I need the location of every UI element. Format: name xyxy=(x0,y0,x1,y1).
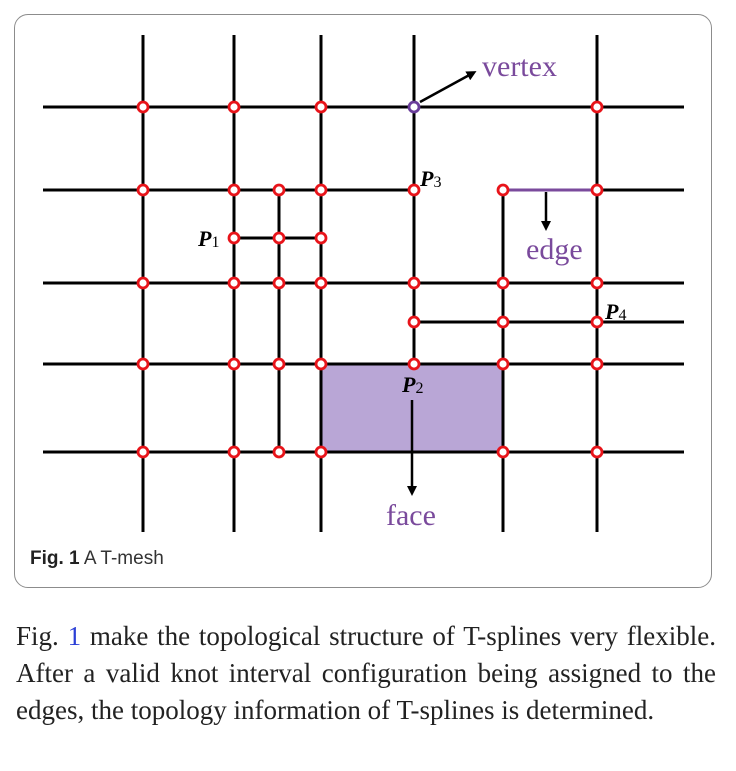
point-label-p3: P3 xyxy=(419,166,441,191)
paragraph-line-4: T-splines is determined. xyxy=(396,695,655,725)
face-label: face xyxy=(386,499,436,532)
highlighted-vertex xyxy=(407,100,421,114)
point-label-p1: P1 xyxy=(197,226,219,251)
paragraph-line-1: make the topological structure of T-spli… xyxy=(89,621,618,651)
body-paragraph: Fig. 1 make the topological structure of… xyxy=(16,618,716,729)
caption-text: A T-mesh xyxy=(83,548,164,569)
point-label-p2: P2 xyxy=(401,372,423,397)
t-mesh-diagram: vertex edge face P1 P2 P3 P4 xyxy=(43,35,684,532)
horizontal-lines xyxy=(43,105,684,454)
paragraph-line-3: assigned to the edges, the topology info… xyxy=(16,658,716,725)
knot-markers xyxy=(136,100,604,459)
paragraph-line-2: flexible. After a valid knot interval co… xyxy=(16,621,717,688)
point-label-p4: P4 xyxy=(604,299,626,324)
vertex-arrow xyxy=(419,71,477,104)
figure-reference-link[interactable]: 1 xyxy=(67,621,82,651)
edge-label: edge xyxy=(526,233,583,266)
fig-ref-prefix: Fig. xyxy=(16,621,59,651)
figure-caption: Fig. 1 A T-mesh xyxy=(30,548,164,570)
vertex-label: vertex xyxy=(482,50,557,83)
caption-label: Fig. 1 xyxy=(30,548,80,569)
